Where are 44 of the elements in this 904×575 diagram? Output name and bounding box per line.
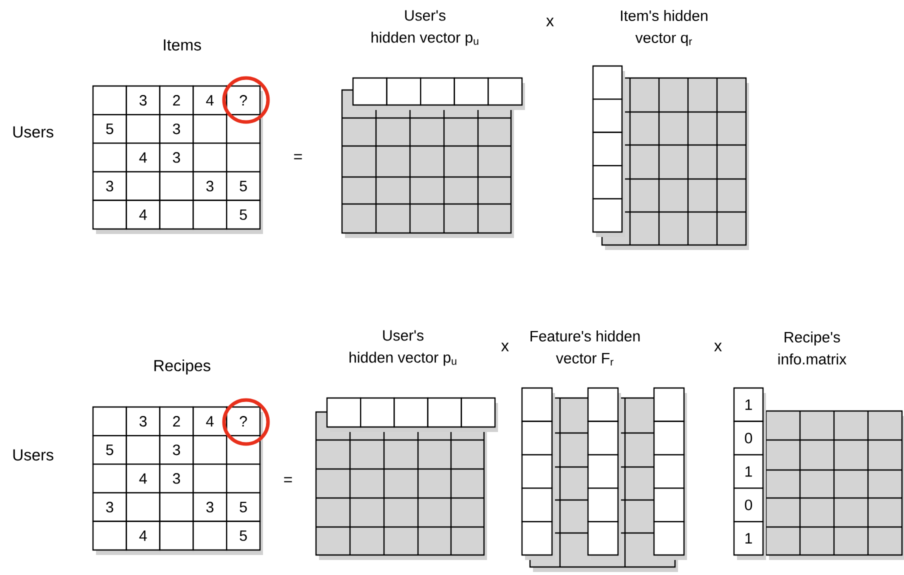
matrix-title: Item's hidden vector q$_{r}$ — [621, 10, 708, 46]
matrix-title: User's hidden vector p$_{u}$ — [350, 330, 456, 366]
cell-value: 0 — [744, 432, 752, 444]
matrix-cell: 5 — [226, 171, 261, 201]
matrix-cell: 4 — [126, 142, 160, 172]
multiply-sign: x — [501, 342, 509, 352]
matrix-cell: 5 — [226, 200, 261, 230]
matrix-cell: 3 — [159, 114, 194, 144]
matrix-cell: 2 — [159, 85, 194, 116]
matrix-cell: ? — [226, 406, 261, 436]
cell-value: 1 — [745, 533, 752, 544]
matrix-cell: 3 — [192, 492, 228, 522]
cell-value: 1 — [745, 466, 752, 477]
matrix-cell: ? — [226, 85, 261, 116]
matrix-title: User's hidden vector p$_{u}$ — [372, 10, 478, 46]
matrix-cell: 4 — [126, 200, 160, 230]
matrix-cell: 3 — [159, 435, 194, 465]
matrix-cell: 5 — [226, 520, 261, 551]
equals-sign: = — [284, 477, 292, 482]
multiply-sign: x — [546, 18, 554, 26]
matrix-cell: 3 — [92, 492, 127, 522]
matrix-cell: 3 — [126, 406, 160, 436]
equals-sign: = — [294, 154, 302, 160]
matrix-cell: 5 — [226, 492, 261, 522]
matrix-cell: 4 — [192, 406, 228, 436]
column-label: Items — [164, 39, 201, 51]
matrix-cell: 5 — [92, 435, 127, 465]
matrix-cell: 3 — [159, 464, 194, 494]
matrix-cell: 3 — [159, 142, 194, 172]
matrix-cell: 3 — [192, 171, 228, 201]
matrix-cell: 3 — [92, 171, 127, 201]
matrix-cell: 4 — [126, 464, 160, 494]
row-label: Users — [13, 126, 54, 138]
column-label: Recipes — [154, 360, 210, 374]
matrix-cell: 5 — [92, 114, 127, 144]
matrix-title: Recipe's info.matrix — [778, 331, 846, 364]
matrix-title: Feature's hidden vector F$_{r}$ — [530, 330, 640, 366]
matrix-cell: 2 — [159, 406, 194, 436]
row-label: Users — [13, 449, 54, 461]
matrix-cell: 4 — [126, 520, 160, 551]
cell-value: 0 — [744, 500, 752, 510]
multiply-sign: x — [714, 342, 722, 352]
matrix-cell: 3 — [126, 85, 160, 116]
cell-value: 1 — [745, 400, 752, 410]
